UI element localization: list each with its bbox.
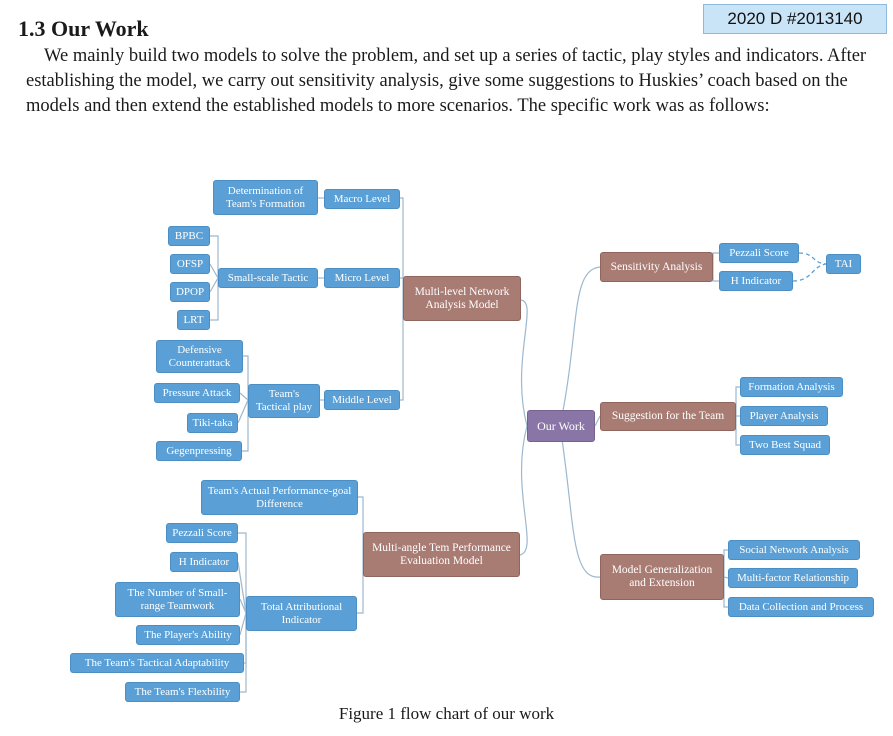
node-gegenpressing: Gegenpressing — [156, 441, 242, 461]
node-pezzali-score-right: Pezzali Score — [719, 243, 799, 263]
node-formation: Determination of Team's Formation — [213, 180, 318, 215]
node-sensitivity-analysis: Sensitivity Analysis — [600, 252, 713, 282]
connector — [559, 425, 601, 578]
connector — [559, 266, 601, 427]
node-lrt: LRT — [177, 310, 210, 330]
connector — [210, 235, 219, 278]
node-defensive: Defensive Counterattack — [156, 340, 243, 373]
connector — [238, 532, 247, 613]
connector — [519, 425, 528, 556]
node-tactical-adaptability: The Team's Tactical Adaptability — [70, 653, 244, 673]
node-total-indicator: Total Attributional Indicator — [246, 596, 357, 631]
connector — [210, 278, 219, 321]
node-player-analysis: Player Analysis — [740, 406, 828, 426]
intro-text: We mainly build two models to solve the … — [26, 46, 867, 116]
connector — [239, 392, 249, 401]
node-data-collection: Data Collection and Process — [728, 597, 874, 617]
connector — [712, 267, 719, 282]
connector — [723, 549, 728, 577]
node-micro-level: Micro Level — [324, 268, 400, 288]
connector — [712, 252, 719, 267]
node-dpop: DPOP — [170, 282, 210, 302]
node-formation-analysis: Formation Analysis — [740, 377, 843, 397]
node-h-indicator-left: H Indicator — [170, 552, 238, 572]
connector — [239, 612, 247, 636]
node-small-scale: Small-scale Tactic — [218, 268, 318, 288]
intro-paragraph: We mainly build two models to solve the … — [26, 44, 886, 119]
connector — [400, 197, 404, 298]
node-h-indicator-right: H Indicator — [719, 271, 793, 291]
node-tactical-play: Team's Tactical play — [248, 384, 320, 418]
connector — [735, 416, 740, 446]
figure-caption: Figure 1 flow chart of our work — [338, 704, 555, 723]
connector — [237, 561, 247, 614]
node-actual-performance: Team's Actual Performance-goal Differenc… — [201, 480, 358, 515]
node-ofsp: OFSP — [170, 254, 210, 274]
node-tikitaka: Tiki-taka — [187, 413, 238, 433]
node-social-network: Social Network Analysis — [728, 540, 860, 560]
node-middle-level: Middle Level — [324, 390, 400, 410]
node-macro-level: Macro Level — [324, 189, 400, 209]
node-team-flexibility: The Team's Flexbility — [125, 682, 240, 702]
tai-dashed-link — [792, 263, 827, 282]
team-id-badge: 2020 D #2013140 — [703, 4, 887, 34]
connector — [723, 576, 729, 579]
connector — [594, 415, 601, 427]
node-tai: TAI — [826, 254, 861, 274]
node-our-work: Our Work — [527, 410, 595, 442]
node-teamwork: The Number of Small-range Teamwork — [115, 582, 240, 617]
node-generalization: Model Generalization and Extension — [600, 554, 724, 600]
node-evaluation-model: Multi-angle Tem Performance Evaluation M… — [363, 532, 520, 577]
connector — [519, 299, 528, 427]
connector — [735, 386, 740, 416]
connector — [237, 399, 249, 424]
connector — [209, 263, 219, 279]
connector — [723, 577, 728, 608]
node-two-best-squad: Two Best Squad — [740, 435, 830, 455]
node-suggestion: Suggestion for the Team — [600, 402, 736, 431]
node-network-model: Multi-level Network Analysis Model — [403, 276, 521, 321]
node-multi-factor: Multi-factor Relationship — [728, 568, 858, 588]
connector — [400, 298, 404, 401]
node-bpbc: BPBC — [168, 226, 210, 246]
node-pressure: Pressure Attack — [154, 383, 240, 403]
section-heading: 1.3 Our Work — [18, 16, 149, 41]
node-player-ability: The Player's Ability — [136, 625, 240, 645]
tai-dashed-link — [798, 252, 827, 265]
connector — [239, 598, 247, 614]
node-pezzali-score-left: Pezzali Score — [166, 523, 238, 543]
connector — [209, 277, 219, 293]
